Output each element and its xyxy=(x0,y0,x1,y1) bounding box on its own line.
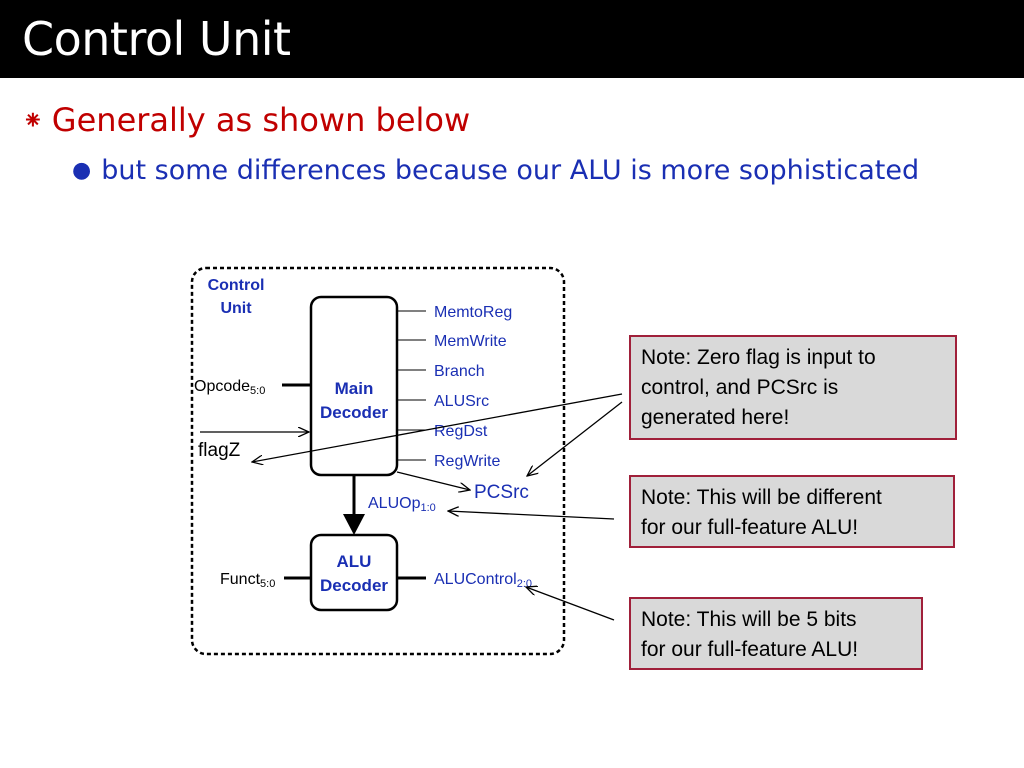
asterisk-bullet-icon: ⁕ xyxy=(22,106,44,136)
output-regwrite: RegWrite xyxy=(434,453,500,470)
note1-arrow-to-pcsrc xyxy=(527,401,623,476)
alu-decoder-label-2: Decoder xyxy=(320,576,388,595)
alu-decoder-block xyxy=(309,533,399,612)
control-unit-boundary xyxy=(190,266,566,656)
pcsrc-label: PCSrc xyxy=(474,482,529,503)
output-branch: Branch xyxy=(434,363,485,380)
alu-decoder-label-1: ALU xyxy=(337,552,372,571)
slide-title: Control Unit xyxy=(22,12,291,66)
bullet-1-text: Generally as shown below xyxy=(51,101,471,139)
output-memwrite: MemWrite xyxy=(434,333,507,350)
flagz-label: flagZ xyxy=(198,440,241,461)
pcsrc-wire xyxy=(396,471,470,490)
title-bar: Control Unit xyxy=(0,0,1024,78)
output-regdst: RegDst xyxy=(434,423,488,440)
aluop-label: ALUOp1:0 xyxy=(368,495,436,514)
control-unit-label-2: Unit xyxy=(220,300,252,317)
funct-label: Funct5:0 xyxy=(220,571,275,590)
main-decoder-label-1: Main xyxy=(335,379,374,398)
note-5-bits: Note: This will be 5 bits for our full-f… xyxy=(629,597,923,670)
note-aluop-different: Note: This will be different for our ful… xyxy=(629,475,955,548)
output-alusrc: ALUSrc xyxy=(434,393,489,410)
note-zero-flag: Note: Zero flag is input to control, and… xyxy=(629,335,957,440)
bullet-2-text: but some differences because our ALU is … xyxy=(101,155,920,186)
note3-arrow-to-alucontrol xyxy=(526,587,615,621)
output-memtoreg: MemtoReg xyxy=(434,304,512,321)
main-decoder-outputs xyxy=(397,310,426,461)
main-decoder-label-2: Decoder xyxy=(320,403,388,422)
dot-bullet-icon: ● xyxy=(72,158,92,183)
opcode-label: Opcode5:0 xyxy=(194,378,265,397)
note2-arrow-to-aluop xyxy=(448,511,615,520)
bullet-1: ⁕Generally as shown below xyxy=(22,98,470,143)
note1-arrow-to-flagz xyxy=(252,393,623,462)
aluop-arrowhead xyxy=(343,514,365,535)
alucontrol-label: ALUControl2:0 xyxy=(434,571,532,590)
bullet-2: ● but some differences because our ALU is… xyxy=(72,152,919,190)
control-unit-label-1: Control xyxy=(208,277,265,294)
